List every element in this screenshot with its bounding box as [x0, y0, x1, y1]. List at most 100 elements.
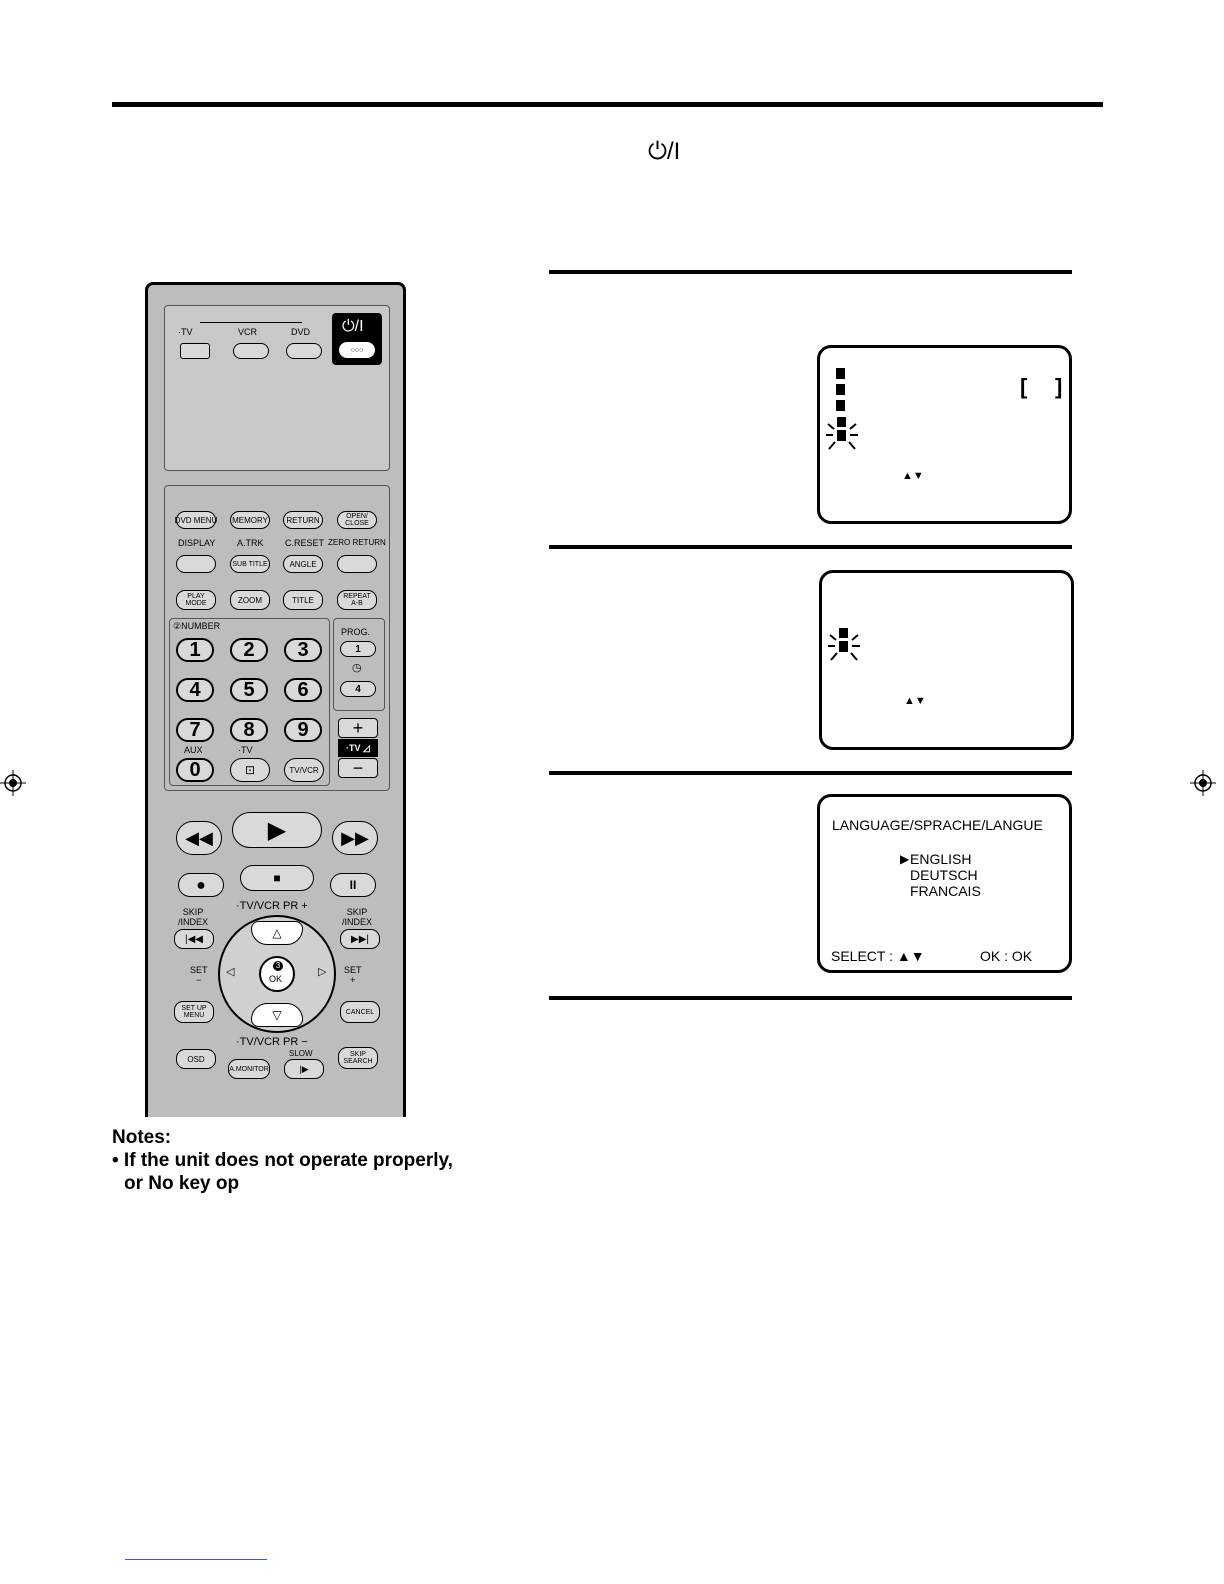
display-label: DISPLAY [178, 538, 216, 548]
volume-down-button[interactable]: − [338, 758, 378, 778]
power-symbol: ⏻/I [648, 138, 681, 165]
nav-up-button[interactable]: △ [251, 921, 303, 945]
number-button-1[interactable]: 1 [176, 638, 214, 662]
nav-down-button[interactable]: ▽ [251, 1003, 303, 1027]
prog-label: PROG. [341, 627, 371, 637]
notes-heading: Notes: [112, 1127, 172, 1148]
volume-up-button[interactable]: + [338, 718, 378, 738]
power-button[interactable]: ⏻/I ○○○ [332, 313, 382, 365]
step-rule-4 [549, 996, 1072, 1000]
skip-back-button[interactable]: |◀◀ [174, 929, 214, 949]
blinking-cursor-icon [828, 628, 860, 661]
number-button-7[interactable]: 7 [176, 718, 214, 742]
vcr-mode-button[interactable] [233, 343, 269, 359]
tvvcr-pr-minus-label: ·TV/VCR PR − [236, 1036, 308, 1048]
language-option-francais[interactable]: FRANCAIS [910, 883, 981, 899]
up-down-arrows: ▲▼ [904, 695, 926, 707]
block-marker [836, 368, 845, 379]
skip-search-button[interactable]: SKIP SEARCH [338, 1047, 378, 1069]
number-label: ②NUMBER [173, 621, 221, 631]
step-rule-1 [549, 270, 1072, 274]
timer-icon: ◷ [352, 662, 362, 674]
subtitle-button[interactable]: SUB TITLE [230, 555, 270, 573]
ok-button[interactable]: 3 OK [259, 956, 295, 992]
registration-mark-icon [0, 770, 26, 796]
number-pad-panel [169, 618, 330, 786]
a-monitor-button[interactable]: A.MONITOR [228, 1059, 270, 1079]
record-button[interactable]: ● [178, 873, 224, 897]
repeat-ab-button[interactable]: REPEAT A-B [337, 590, 377, 610]
memory-button[interactable]: MEMORY [230, 511, 270, 529]
set-plus-label: SET + [344, 965, 362, 985]
tv-input-label: ·TV [238, 745, 253, 755]
open-close-button[interactable]: OPEN/ CLOSE [337, 511, 377, 529]
block-marker [836, 384, 845, 395]
zoom-button[interactable]: ZOOM [230, 590, 270, 610]
prog-panel [333, 618, 385, 711]
osd-screen-2: ▲▼ [819, 570, 1074, 750]
number-button-6[interactable]: 6 [284, 678, 322, 702]
slow-button[interactable]: |▶ [284, 1059, 324, 1079]
slow-label: SLOW [289, 1049, 313, 1058]
nav-left-icon[interactable]: ◁ [226, 966, 235, 978]
registration-mark-icon [1190, 770, 1216, 796]
angle-button[interactable]: ANGLE [283, 555, 323, 573]
aux-label: AUX [184, 745, 203, 755]
nav-right-icon[interactable]: ▷ [318, 966, 327, 978]
number-button-2[interactable]: 2 [230, 638, 268, 662]
ok-hint: OK : OK [980, 948, 1033, 964]
mode-label-tv: ·TV [178, 327, 193, 337]
tv-input-button[interactable]: ⊡ [230, 758, 270, 782]
select-hint: SELECT : ▲▼ [831, 948, 925, 964]
return-button[interactable]: RETURN [283, 511, 323, 529]
number-button-3[interactable]: 3 [284, 638, 322, 662]
up-down-arrows: ▲▼ [902, 470, 924, 482]
bracket-open: [ [1020, 374, 1028, 399]
notes-line-2: or No key op [124, 1173, 240, 1194]
ok-label: OK [269, 974, 283, 984]
skip-forward-button[interactable]: ▶▶| [340, 929, 380, 949]
tv-volume-label: ·TV ◿ [338, 739, 378, 757]
step-rule-2 [549, 545, 1072, 549]
block-marker [836, 400, 845, 411]
number-button-4[interactable]: 4 [176, 678, 214, 702]
tv-vcr-button[interactable]: TV/VCR [284, 758, 324, 782]
blinking-cursor-icon [826, 417, 858, 450]
skip-index-label-left: SKIP /INDEX [178, 907, 209, 927]
rewind-button[interactable]: ◀◀ [176, 821, 222, 855]
language-option-deutsch[interactable]: DEUTSCH [910, 867, 978, 883]
prog-button-4[interactable]: 4 [340, 681, 376, 697]
osd-button[interactable]: OSD [176, 1049, 216, 1069]
creset-label: C.RESET [285, 538, 325, 548]
number-button-5[interactable]: 5 [230, 678, 268, 702]
play-button[interactable]: ▶ [232, 812, 322, 848]
language-title: LANGUAGE/SPRACHE/LANGUE [832, 817, 1043, 833]
fast-forward-button[interactable]: ▶▶ [332, 821, 378, 855]
footer-link-line [125, 1559, 267, 1560]
set-minus-label: SET − [190, 965, 208, 985]
title-button[interactable]: TITLE [283, 590, 323, 610]
number-button-9[interactable]: 9 [284, 718, 322, 742]
zero-return-button[interactable] [337, 555, 377, 573]
prog-button-1[interactable]: 1 [340, 641, 376, 657]
tv-mode-switch[interactable] [180, 343, 210, 359]
power-sub-button[interactable]: ○○○ [338, 341, 376, 359]
cancel-button[interactable]: CANCEL [340, 1001, 380, 1023]
pause-button[interactable]: II [330, 873, 376, 897]
mode-label-dvd: DVD [291, 327, 311, 337]
dvd-mode-button[interactable] [286, 343, 322, 359]
mode-label-vcr: VCR [238, 327, 258, 337]
setup-menu-button[interactable]: SET UP MENU [174, 1001, 214, 1023]
skip-index-label-right: SKIP /INDEX [342, 907, 373, 927]
stop-button[interactable]: ■ [240, 865, 314, 891]
number-button-0[interactable]: 0 [176, 758, 214, 782]
osd-screen-1: [ ] ▲▼ [817, 345, 1072, 524]
power-icon: ⏻/I [342, 318, 364, 335]
display-button[interactable] [176, 555, 216, 573]
dvd-menu-button[interactable]: DVD MENU [175, 511, 217, 529]
top-rule [112, 102, 1103, 107]
number-button-8[interactable]: 8 [230, 718, 268, 742]
language-option-english[interactable]: ENGLISH [910, 851, 972, 867]
remote-control: ·TV VCR DVD ⏻/I ○○○ DVD MENU MEMORY RETU… [145, 282, 406, 1117]
play-mode-button[interactable]: PLAY MODE [176, 590, 216, 610]
